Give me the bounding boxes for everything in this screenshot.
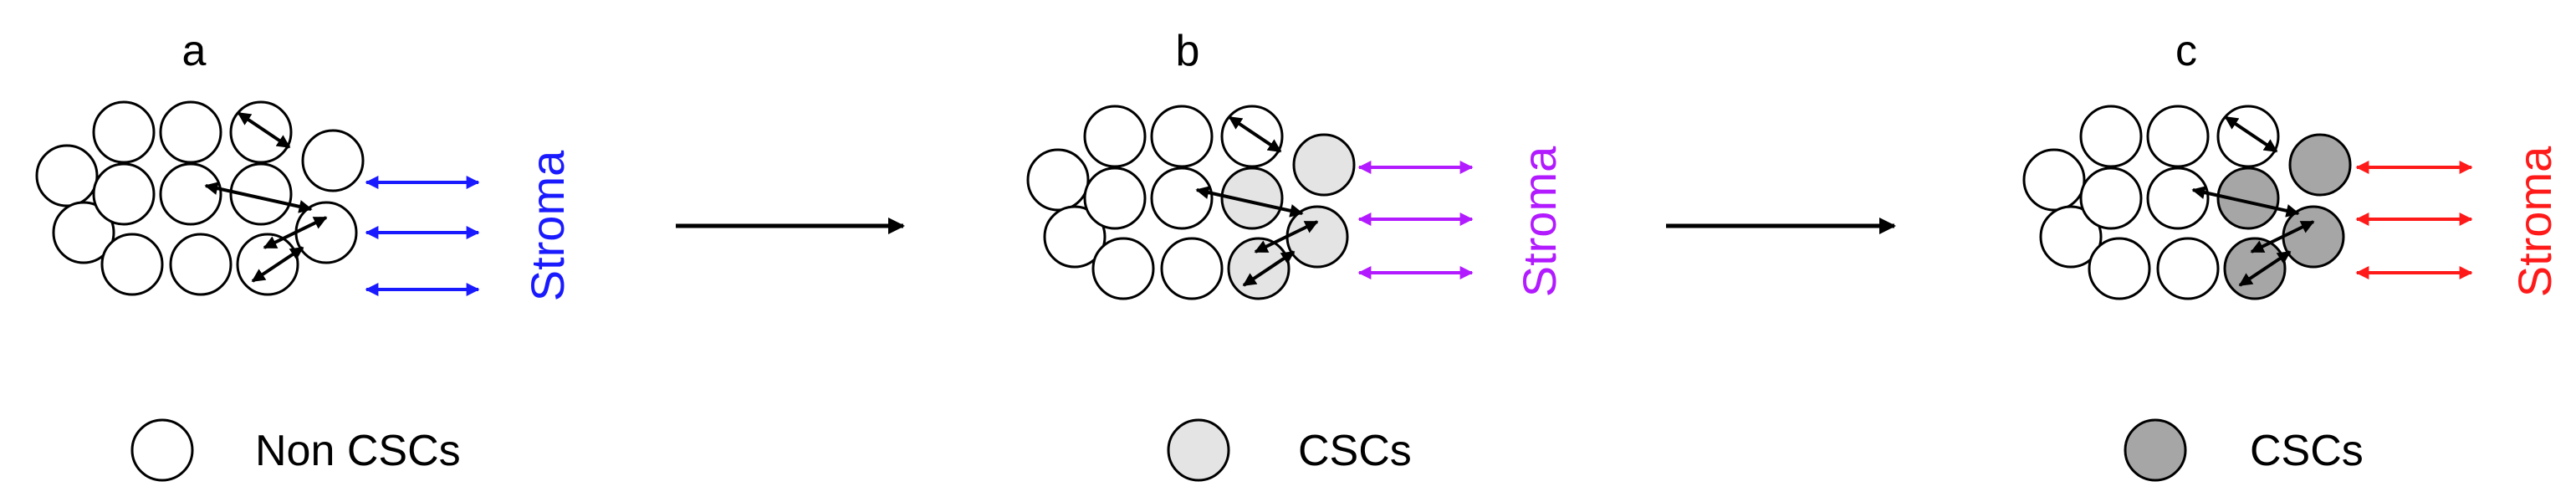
stroma-label-a: Stroma — [521, 150, 574, 301]
cell — [52, 201, 115, 264]
csc-cell — [2288, 133, 2352, 197]
cell — [1083, 105, 1147, 168]
cell — [2146, 105, 2210, 168]
stroma-label-b: Stroma — [1513, 146, 1566, 297]
csc-cell — [1227, 237, 1291, 300]
cell-interaction-arrow — [2250, 220, 2315, 254]
csc-cell — [1285, 205, 1349, 269]
cell-cluster-c — [2022, 105, 2352, 300]
legend-label-csc-light: CSCs — [1298, 427, 1412, 475]
csc-cell — [2223, 237, 2287, 300]
stroma-arrows-b — [1357, 161, 1474, 279]
cell — [2079, 166, 2143, 230]
cell-interaction-arrow — [1254, 220, 1319, 254]
cell — [159, 100, 222, 164]
legend-cell-csc-dark — [2124, 418, 2187, 482]
cell — [2079, 105, 2143, 168]
cell-interaction-arrow — [2238, 250, 2292, 287]
cell-cluster-a — [35, 100, 365, 296]
cell — [92, 100, 156, 164]
cell-interaction-arrow — [1242, 250, 1296, 287]
cell — [1160, 237, 1224, 300]
panel-label-b: b — [1176, 27, 1200, 75]
legend-cell-non-csc — [130, 418, 194, 482]
cell — [100, 233, 164, 296]
cell — [1150, 166, 1214, 230]
cell — [1220, 105, 1284, 168]
cell — [2146, 166, 2210, 230]
cell-cluster-b — [1026, 105, 1356, 300]
csc-cell — [2282, 205, 2345, 269]
cell-interaction-arrow — [2191, 186, 2300, 218]
cell — [2088, 237, 2151, 300]
legend-label-non-csc: Non CSCs — [255, 427, 461, 475]
panel-label-c: c — [2175, 27, 2197, 75]
stroma-label-c: Stroma — [2508, 146, 2561, 297]
cell — [1083, 166, 1147, 230]
cell-interaction-arrow — [204, 182, 313, 213]
csc-cell — [1292, 133, 1356, 197]
stroma-arrows-c — [2355, 161, 2473, 279]
cell — [236, 233, 299, 296]
cell — [1150, 105, 1214, 168]
cell — [2216, 105, 2280, 168]
cell-interaction-arrow — [251, 246, 304, 283]
cell — [229, 100, 293, 164]
cell — [1026, 148, 1090, 212]
legend-label-csc-dark: CSCs — [2250, 427, 2364, 475]
cell-interaction-arrow — [2224, 115, 2278, 153]
cell — [35, 144, 99, 207]
cell — [1043, 205, 1107, 269]
panel-label-a: a — [182, 27, 207, 75]
cell — [169, 233, 233, 296]
cell-interaction-arrow — [237, 111, 291, 149]
cell — [2039, 205, 2103, 269]
cell — [294, 201, 358, 264]
cell — [159, 162, 222, 226]
cell — [301, 129, 365, 192]
legend-cell-csc-light — [1167, 418, 1230, 482]
cell — [92, 162, 156, 226]
cell-interaction-arrow — [1195, 186, 1304, 218]
cell-interaction-arrow — [1228, 115, 1282, 153]
stroma-arrows-a — [365, 176, 480, 296]
cell — [2022, 148, 2086, 212]
cell — [1091, 237, 1155, 300]
cell-interaction-arrow — [263, 216, 328, 249]
cell — [2156, 237, 2220, 300]
